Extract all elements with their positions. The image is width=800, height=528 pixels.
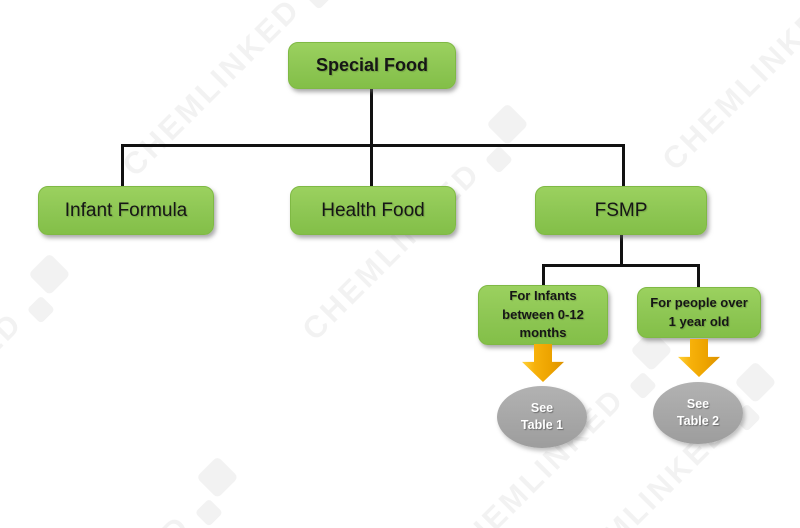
watermark-text: CHEMLINKED [0, 304, 30, 498]
node-label: Special Food [315, 55, 429, 75]
chemlinked-watermark: CHEMLINKED [540, 361, 788, 528]
connector-fsmp-stem [620, 234, 623, 267]
node-infant-formula: Infant Formula [38, 186, 214, 235]
connector-root-stem [370, 88, 373, 146]
node-label: For Infants between 0-12 months [502, 287, 584, 341]
connector-drop-over1 [697, 264, 700, 288]
chemlinked-watermark: CHEMLINKED [0, 253, 82, 501]
down-arrow-icon [678, 339, 720, 377]
node-label: For people over 1 year old [650, 294, 748, 329]
connector-drop-fsmp [622, 144, 625, 187]
terminal-see-table-1: See Table 1 [497, 386, 587, 448]
watermark-text: CHEMLINKED [655, 0, 800, 178]
chemlinked-logo-icon [288, 0, 360, 11]
chemlinked-watermark: CHEMLINKED [112, 0, 360, 187]
connector-tier2-horizontal [542, 264, 700, 267]
connector-drop-infant-formula [121, 144, 124, 187]
node-label: Infant Formula [64, 199, 188, 221]
chemlinked-watermark: CHEMLINKED [2, 456, 250, 528]
connector-drop-infants [542, 264, 545, 286]
connector-drop-health-food [370, 144, 373, 187]
chemlinked-watermark: CHEMLINKED [652, 0, 800, 181]
down-arrow-icon [522, 344, 564, 382]
terminal-label: See Table 2 [676, 396, 720, 429]
node-fsmp-over-1-year: For people over 1 year old [637, 287, 761, 338]
terminal-label: See Table 1 [520, 400, 564, 433]
chemlinked-logo-icon [178, 456, 250, 528]
node-health-food: Health Food [290, 186, 456, 235]
node-label: Health Food [321, 199, 425, 221]
node-label: FSMP [594, 199, 648, 221]
node-fsmp-infants-0-12-months: For Infants between 0-12 months [478, 285, 608, 345]
chemlinked-logo-icon [10, 253, 82, 325]
terminal-see-table-2: See Table 2 [653, 382, 743, 444]
chemlinked-logo-icon [468, 103, 540, 175]
connector-tier1-horizontal [121, 144, 625, 147]
watermark-text: CHEMLINKED [5, 508, 198, 528]
watermark-text: CHEMLINKED [295, 154, 488, 348]
watermark-text: CHEMLINKED [115, 0, 308, 184]
node-fsmp: FSMP [535, 186, 707, 235]
node-special-food: Special Food [288, 42, 456, 89]
